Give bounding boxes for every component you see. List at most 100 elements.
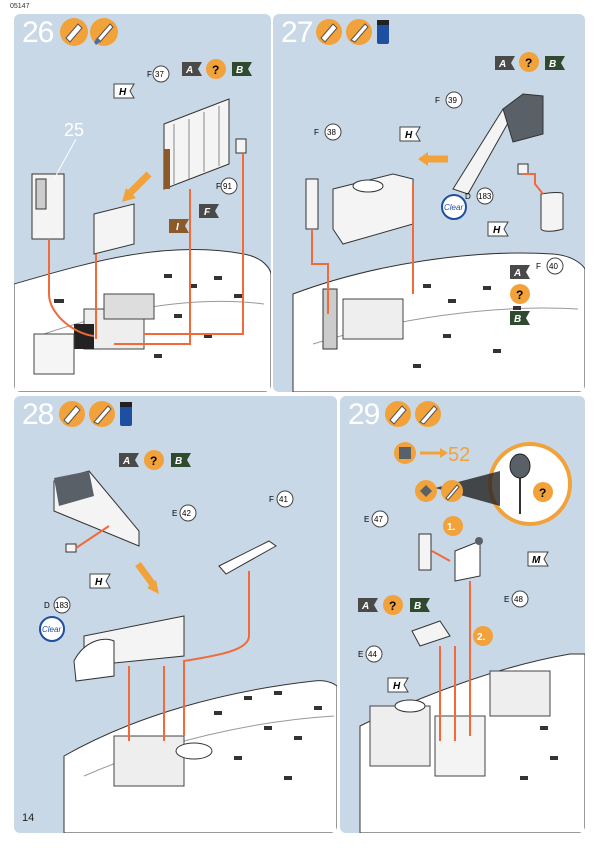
step-27-illustration: F 39 F 38 D 183 F 40 Clear A ? B H H A ?… (292, 19, 585, 392)
step-29-illustration: 52 ? E 47 E 48 E 44 1. (358, 401, 585, 833)
step-number: 27 (281, 16, 313, 49)
paint-jar-icon (377, 20, 389, 44)
svg-text:B: B (549, 59, 556, 70)
detail-magnifier (488, 442, 572, 526)
part-e48 (454, 540, 481, 582)
part-label-41: 41 (279, 495, 288, 504)
svg-text:F: F (269, 495, 274, 504)
part-e42-wall (53, 470, 140, 547)
paint-code-unknown-2: ? (533, 482, 553, 502)
part-clear-window (517, 163, 529, 175)
paint-code-i: I (169, 219, 189, 233)
svg-text:F: F (147, 70, 152, 79)
assembly-arrows (311, 173, 544, 314)
paint-code-f: F (199, 204, 219, 218)
paint-code-b: B (545, 56, 565, 70)
svg-text:A: A (122, 456, 130, 467)
svg-text:E: E (358, 650, 363, 659)
step-panel-27: 27 F 39 F 38 D 183 F (273, 14, 585, 392)
glue-icon (59, 401, 85, 427)
paint-code-unknown: ? (206, 59, 226, 79)
part-superstructure (73, 615, 185, 682)
svg-text:Clear: Clear (42, 625, 61, 634)
paint-code-a: A (119, 453, 139, 467)
paint-code-a: A (182, 62, 202, 76)
part-f40 (540, 192, 564, 232)
svg-text:M: M (532, 555, 541, 566)
page-number: 14 (22, 812, 35, 824)
part-panel (93, 203, 135, 255)
assembly-arrows (431, 550, 471, 741)
paint-code-a-2: A (510, 265, 530, 279)
reference-step: 52 (448, 444, 470, 466)
svg-text:H: H (405, 130, 413, 141)
part-bridge (332, 173, 414, 245)
svg-text:H: H (393, 681, 401, 692)
step-26-illustration: 25 F 37 F 91 A ? B H F I (14, 18, 271, 392)
part-clear-window (65, 543, 77, 553)
svg-text:I: I (176, 222, 179, 233)
part-f91 (235, 138, 247, 154)
svg-text:D: D (465, 192, 471, 201)
paint-code-h: H (89, 573, 111, 589)
direction-arrow (135, 561, 157, 589)
substep-2: 2. (473, 626, 493, 646)
step-panel-29: 29 52 ? E 47 (340, 396, 585, 833)
svg-text:A: A (361, 601, 369, 612)
svg-text:H: H (95, 577, 103, 588)
hull-deck (63, 680, 337, 833)
paint-code-unknown: ? (144, 450, 164, 470)
part-label-37: 37 (155, 70, 164, 79)
svg-text:?: ? (389, 599, 396, 613)
paintbrush-icon (90, 18, 118, 46)
glue-icon (60, 18, 88, 46)
document-code: 05147 (10, 3, 30, 10)
rotate-icon (415, 480, 437, 502)
svg-text:E: E (504, 595, 509, 604)
svg-text:F: F (435, 96, 440, 105)
paint-code-h: H (387, 677, 409, 693)
svg-text:?: ? (539, 486, 546, 500)
step-number: 26 (22, 16, 54, 49)
clear-paint-badge: Clear (39, 616, 65, 642)
paint-code-h: H (399, 126, 421, 142)
part-f39-wall (452, 93, 544, 195)
paint-code-h-2: H (487, 221, 509, 237)
paint-code-a: A (358, 598, 378, 612)
part-f38 (305, 178, 319, 230)
paint-jar-icon (120, 402, 132, 426)
assembly-arrows (48, 154, 244, 345)
svg-text:E: E (364, 515, 369, 524)
glue-icon (316, 19, 342, 45)
step-panel-26: 26 25 F (14, 14, 271, 392)
svg-text:F: F (204, 207, 211, 218)
part-label-48: 48 (514, 595, 523, 604)
paint-code-unknown: ? (519, 52, 539, 72)
paintbrush-icon-2 (441, 480, 463, 502)
paint-code-b-2: B (510, 311, 530, 325)
svg-text:?: ? (150, 454, 157, 468)
part-f37-wall (163, 98, 230, 190)
step-28-illustration: E 42 F 41 D 183 Clear A ? B H (39, 401, 337, 833)
part-label-42: 42 (182, 509, 191, 518)
paintbrush-icon (89, 401, 115, 427)
assembly-arrows (75, 525, 250, 741)
part-label-183: 183 (478, 192, 492, 201)
part-e47 (418, 533, 432, 571)
svg-text:H: H (119, 87, 127, 98)
paint-code-b: B (410, 598, 430, 612)
svg-text:A: A (513, 268, 521, 279)
svg-text:?: ? (212, 63, 219, 77)
paint-code-b: B (232, 62, 252, 76)
hull-deck (14, 248, 271, 392)
clear-paint-badge: Clear (441, 194, 467, 220)
part-25 (31, 173, 65, 240)
hull-deck (292, 252, 585, 392)
direction-arrow (126, 171, 152, 197)
part-label-91: 91 (223, 182, 232, 191)
svg-text:?: ? (525, 56, 532, 70)
part-label-183: 183 (55, 601, 69, 610)
step-panel-28: 28 E 42 F 41 D 183 Clear (14, 396, 337, 833)
part-label-47: 47 (374, 515, 383, 524)
part-label-40: 40 (549, 262, 558, 271)
